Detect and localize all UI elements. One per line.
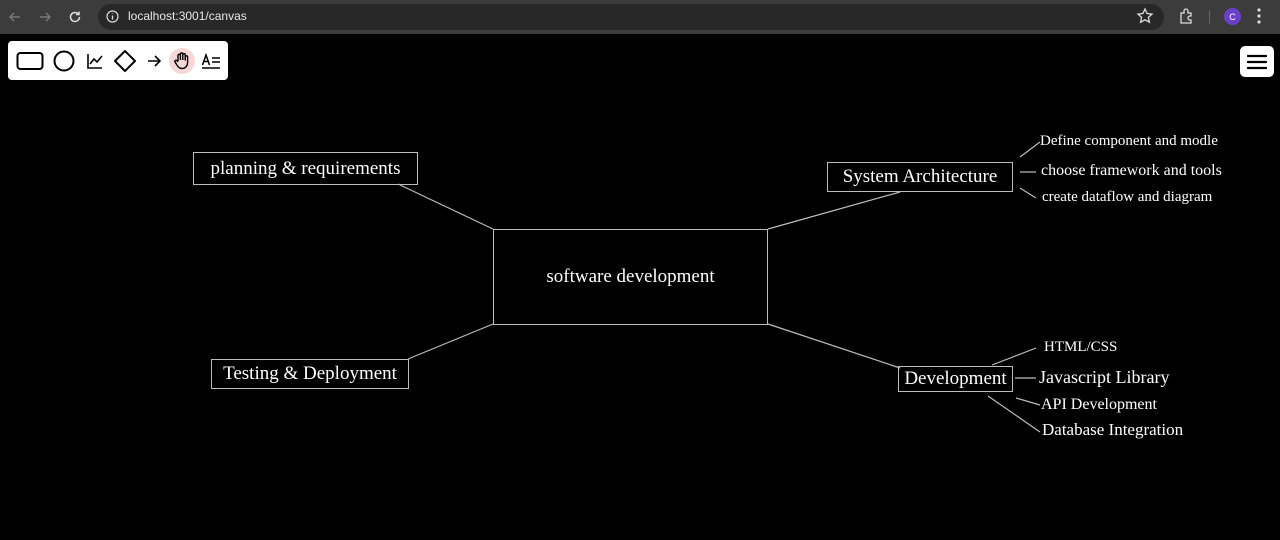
menu-button[interactable] xyxy=(1240,46,1274,77)
line-chart-icon xyxy=(87,54,103,69)
center-node[interactable]: software development xyxy=(493,229,768,325)
dev-child-2[interactable]: Javascript Library xyxy=(1039,367,1170,387)
connector-dev-child-1 xyxy=(991,347,1037,366)
drawing-toolbar xyxy=(8,41,228,80)
connector-testing xyxy=(407,323,494,360)
text-icon xyxy=(201,52,220,69)
text-tool[interactable] xyxy=(200,47,222,75)
arch-child-3[interactable]: create dataflow and diagram xyxy=(1042,189,1213,205)
star-icon[interactable] xyxy=(1136,7,1154,25)
diamond-icon xyxy=(114,50,136,72)
arrow-right-icon xyxy=(40,12,52,22)
development-node[interactable]: Development xyxy=(898,366,1013,392)
rectangle-icon xyxy=(16,52,44,70)
profile-avatar[interactable]: C xyxy=(1224,8,1241,25)
connector-architecture xyxy=(767,191,901,230)
extensions-icon[interactable] xyxy=(1178,7,1196,25)
arch-child-2[interactable]: choose framework and tools xyxy=(1041,162,1222,179)
kebab-menu-icon[interactable] xyxy=(1256,7,1262,25)
connector-arch-child-1 xyxy=(1019,141,1041,158)
arrow-tool[interactable] xyxy=(144,47,164,75)
back-button[interactable] xyxy=(4,6,26,28)
connector-lines xyxy=(397,141,1041,433)
hamburger-icon xyxy=(1247,54,1267,69)
hand-tool[interactable] xyxy=(169,48,195,74)
dev-child-4[interactable]: Database Integration xyxy=(1042,420,1184,439)
browser-toolbar: localhost:3001/canvas C xyxy=(0,0,1280,34)
connector-arch-child-3 xyxy=(1019,187,1037,199)
arrow-right-icon xyxy=(148,55,162,67)
reload-icon xyxy=(69,11,81,23)
testing-node[interactable]: Testing & Deployment xyxy=(211,359,409,389)
arrow-left-icon xyxy=(8,12,20,22)
connector-development xyxy=(767,323,901,369)
architecture-node[interactable]: System Architecture xyxy=(827,162,1013,192)
url-text: localhost:3001/canvas xyxy=(128,9,247,23)
forward-button[interactable] xyxy=(34,6,56,28)
address-bar[interactable]: localhost:3001/canvas xyxy=(98,4,1164,30)
planning-node[interactable]: planning & requirements xyxy=(193,152,418,185)
line-chart-tool[interactable] xyxy=(84,47,106,75)
dev-child-1[interactable]: HTML/CSS xyxy=(1044,339,1118,355)
diamond-tool[interactable] xyxy=(112,47,138,75)
drawing-canvas[interactable]: software development planning & requirem… xyxy=(0,36,1280,540)
toolbar-separator xyxy=(1209,10,1210,24)
connector-dev-child-4 xyxy=(987,395,1041,433)
connector-dev-child-3 xyxy=(1015,397,1041,406)
rectangle-tool[interactable] xyxy=(14,47,46,75)
hand-icon xyxy=(174,52,189,70)
circle-icon xyxy=(53,50,75,72)
dev-child-3[interactable]: API Development xyxy=(1041,396,1157,413)
reload-button[interactable] xyxy=(64,6,86,28)
circle-tool[interactable] xyxy=(52,47,76,75)
connector-planning xyxy=(397,183,494,230)
arch-child-1[interactable]: Define component and modle xyxy=(1040,133,1218,149)
info-icon[interactable] xyxy=(106,10,119,23)
